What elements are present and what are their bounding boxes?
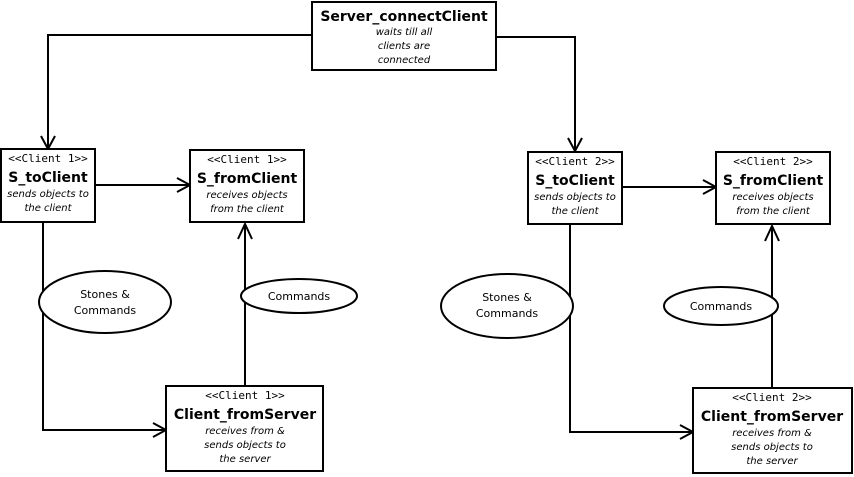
c2-clientfromserver-stereotype: <<Client 2>> <box>732 391 812 404</box>
c1-clientfromserver-desc-line-1: receives from & <box>205 426 285 437</box>
c2-stoclient-title: S_toClient <box>535 173 615 189</box>
c1-label-stones-line-2: Commands <box>74 304 137 317</box>
edge-server-to-c1-stoclient <box>47 34 312 149</box>
server-desc-line-3: connected <box>378 55 431 66</box>
c2-clientfromserver-title: Client_fromServer <box>701 409 843 425</box>
arrowhead-c1-sfromclient-up <box>237 221 253 240</box>
c1-sfromclient-desc-line-2: from the client <box>210 204 285 215</box>
edge-server-to-c2-stoclient <box>496 36 576 151</box>
c2-sfromclient-desc-line-1: receives objects <box>732 192 813 203</box>
c1-stoclient-desc-line-2: the client <box>24 203 72 214</box>
server-desc-line-2: clients are <box>378 41 430 52</box>
c1-clientfromserver-desc-line-2: sends objects to <box>204 440 286 451</box>
c1-stoclient-desc-line-1: sends objects to <box>7 189 89 200</box>
c1-clientfromserver-stereotype: <<Client 1>> <box>205 389 285 402</box>
c1-sfromclient-desc-line-1: receives objects <box>206 190 287 201</box>
c2-stoclient-desc-line-2: the client <box>551 206 599 217</box>
c2-clientfromserver-node: <<Client 2>> Client_fromServer receives … <box>692 387 853 474</box>
server-desc-line-1: waits till all <box>376 27 433 38</box>
arrowhead-c2-sfromclient-up <box>764 223 780 242</box>
server-connectclient-node: Server_connectClient waits till all clie… <box>311 1 497 71</box>
c2-clientfromserver-desc-line-2: sends objects to <box>731 442 813 453</box>
c2-label-stones-line-2: Commands <box>476 307 539 320</box>
c2-label-commands: Commands <box>663 286 779 326</box>
c2-stoclient-desc-line-1: sends objects to <box>534 192 616 203</box>
c2-clientfromserver-desc-line-1: receives from & <box>732 428 812 439</box>
c1-label-commands-text: Commands <box>268 290 331 303</box>
edge-c2-stoclient-to-clientfromserver <box>569 224 693 433</box>
c1-clientfromserver-node: <<Client 1>> Client_fromServer receives … <box>165 385 324 472</box>
c2-label-stones-commands: Stones & Commands <box>440 273 574 339</box>
c2-sfromclient-title: S_fromClient <box>723 173 824 189</box>
server-title: Server_connectClient <box>320 9 488 25</box>
c1-clientfromserver-desc-line-3: the server <box>219 454 271 465</box>
c1-sfromclient-stereotype: <<Client 1>> <box>207 153 287 166</box>
c1-label-commands: Commands <box>240 278 358 314</box>
c2-stoclient-stereotype: <<Client 2>> <box>535 155 615 168</box>
c1-stoclient-title: S_toClient <box>8 170 88 186</box>
c1-label-stones-commands: Stones & Commands <box>38 270 172 334</box>
c2-sfromclient-node: <<Client 2>> S_fromClient receives objec… <box>715 151 831 225</box>
c2-label-stones-line-1: Stones & <box>482 291 532 304</box>
c1-stoclient-stereotype: <<Client 1>> <box>8 152 88 165</box>
c1-sfromclient-node: <<Client 1>> S_fromClient receives objec… <box>189 149 305 223</box>
c2-stoclient-node: <<Client 2>> S_toClient sends objects to… <box>527 151 623 225</box>
c2-sfromclient-stereotype: <<Client 2>> <box>733 155 813 168</box>
c1-label-stones-line-1: Stones & <box>80 288 130 301</box>
c2-sfromclient-desc-line-2: from the client <box>736 206 811 217</box>
c2-label-commands-text: Commands <box>690 300 753 313</box>
c2-clientfromserver-desc-line-3: the server <box>746 456 798 467</box>
connectors <box>40 34 780 440</box>
c1-sfromclient-title: S_fromClient <box>197 171 298 187</box>
c1-clientfromserver-title: Client_fromServer <box>174 407 316 423</box>
c1-stoclient-node: <<Client 1>> S_toClient sends objects to… <box>0 148 96 223</box>
